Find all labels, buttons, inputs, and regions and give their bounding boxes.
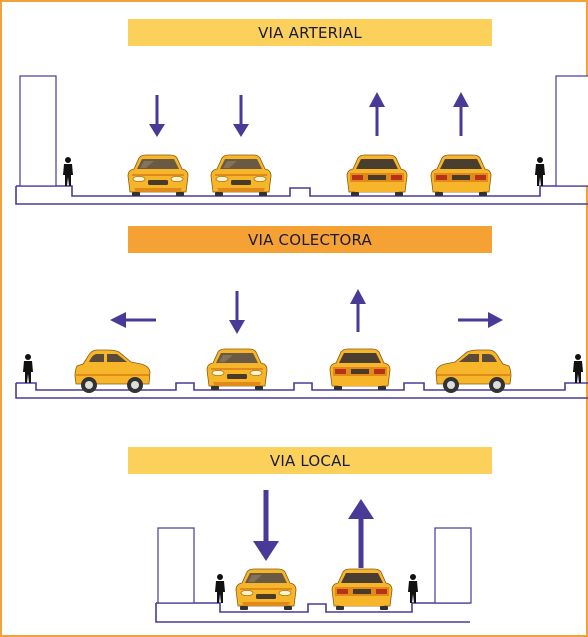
arrow-up: [348, 499, 374, 568]
section-arterial: [15, 75, 588, 205]
pedestrian-left: [63, 157, 73, 186]
arrow-left: [110, 312, 156, 328]
building-left: [19, 75, 57, 187]
road-profile-local: [156, 602, 470, 613]
banner-via-arterial: VIA ARTERIAL: [128, 19, 492, 46]
pedestrian-right: [408, 574, 418, 603]
building-right: [434, 527, 472, 604]
pedestrian-left: [215, 574, 225, 603]
arrow-up: [369, 92, 385, 136]
arrow-up: [350, 289, 366, 332]
car-rear: [346, 154, 408, 197]
banner-via-local: VIA LOCAL: [128, 447, 492, 474]
via-arterial-title: VIA ARTERIAL: [258, 23, 362, 42]
arrow-right: [458, 312, 503, 328]
section-colectora: [15, 289, 588, 399]
pedestrian-left: [23, 354, 33, 383]
arrow-down: [233, 95, 249, 137]
banner-via-colectora: VIA COLECTORA: [128, 226, 492, 253]
building-left: [157, 527, 195, 604]
arrow-up: [453, 92, 469, 136]
via-local-title: VIA LOCAL: [269, 451, 351, 470]
arrow-down: [253, 490, 279, 561]
building-right: [555, 75, 588, 187]
car-front: [206, 348, 268, 391]
arrow-down: [149, 95, 165, 137]
section-local: [155, 490, 472, 623]
road-profile-arterial: [16, 185, 588, 197]
car-side: [435, 349, 512, 394]
car-front: [235, 568, 297, 611]
car-rear: [331, 568, 393, 611]
pedestrian-right: [535, 157, 545, 186]
car-rear: [430, 154, 492, 197]
car-front: [127, 154, 189, 197]
pedestrian-right: [573, 354, 583, 383]
car-front: [210, 154, 272, 197]
via-colectora-title: VIA COLECTORA: [248, 230, 372, 249]
car-side: [74, 349, 151, 394]
car-rear: [329, 348, 391, 391]
arrow-down: [229, 291, 245, 334]
